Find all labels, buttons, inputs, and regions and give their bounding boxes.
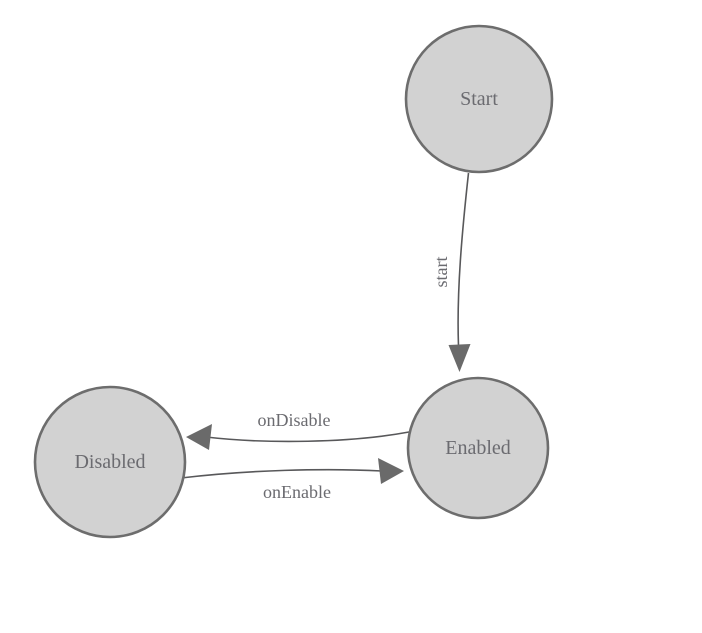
edge-label-on-disable: onDisable xyxy=(258,410,331,430)
edge-start-to-enabled-path xyxy=(457,172,470,347)
node-enabled-label: Enabled xyxy=(445,437,511,459)
node-disabled[interactable]: Disabled xyxy=(33,385,187,539)
node-enabled-circle xyxy=(406,376,550,520)
edge-start-to-enabled[interactable]: start xyxy=(431,172,471,372)
edge-enabled-to-disabled[interactable]: onDisable xyxy=(186,410,410,450)
arrowhead-into-disabled xyxy=(186,424,212,450)
edge-disabled-to-enabled[interactable]: onEnable xyxy=(180,458,404,502)
edge-enabled-to-disabled-path xyxy=(205,431,410,443)
node-start[interactable]: Start xyxy=(404,24,554,174)
node-enabled[interactable]: Enabled xyxy=(406,376,550,520)
edge-disabled-to-enabled-path xyxy=(180,468,383,479)
edge-label-on-enable: onEnable xyxy=(263,482,331,502)
node-start-circle xyxy=(404,24,554,174)
node-start-label: Start xyxy=(460,88,498,110)
arrowhead-into-enabled-2 xyxy=(378,458,404,484)
arrowhead-into-enabled xyxy=(448,344,471,372)
node-disabled-label: Disabled xyxy=(74,451,145,473)
edge-label-start: start xyxy=(431,257,451,288)
node-disabled-circle xyxy=(33,385,187,539)
